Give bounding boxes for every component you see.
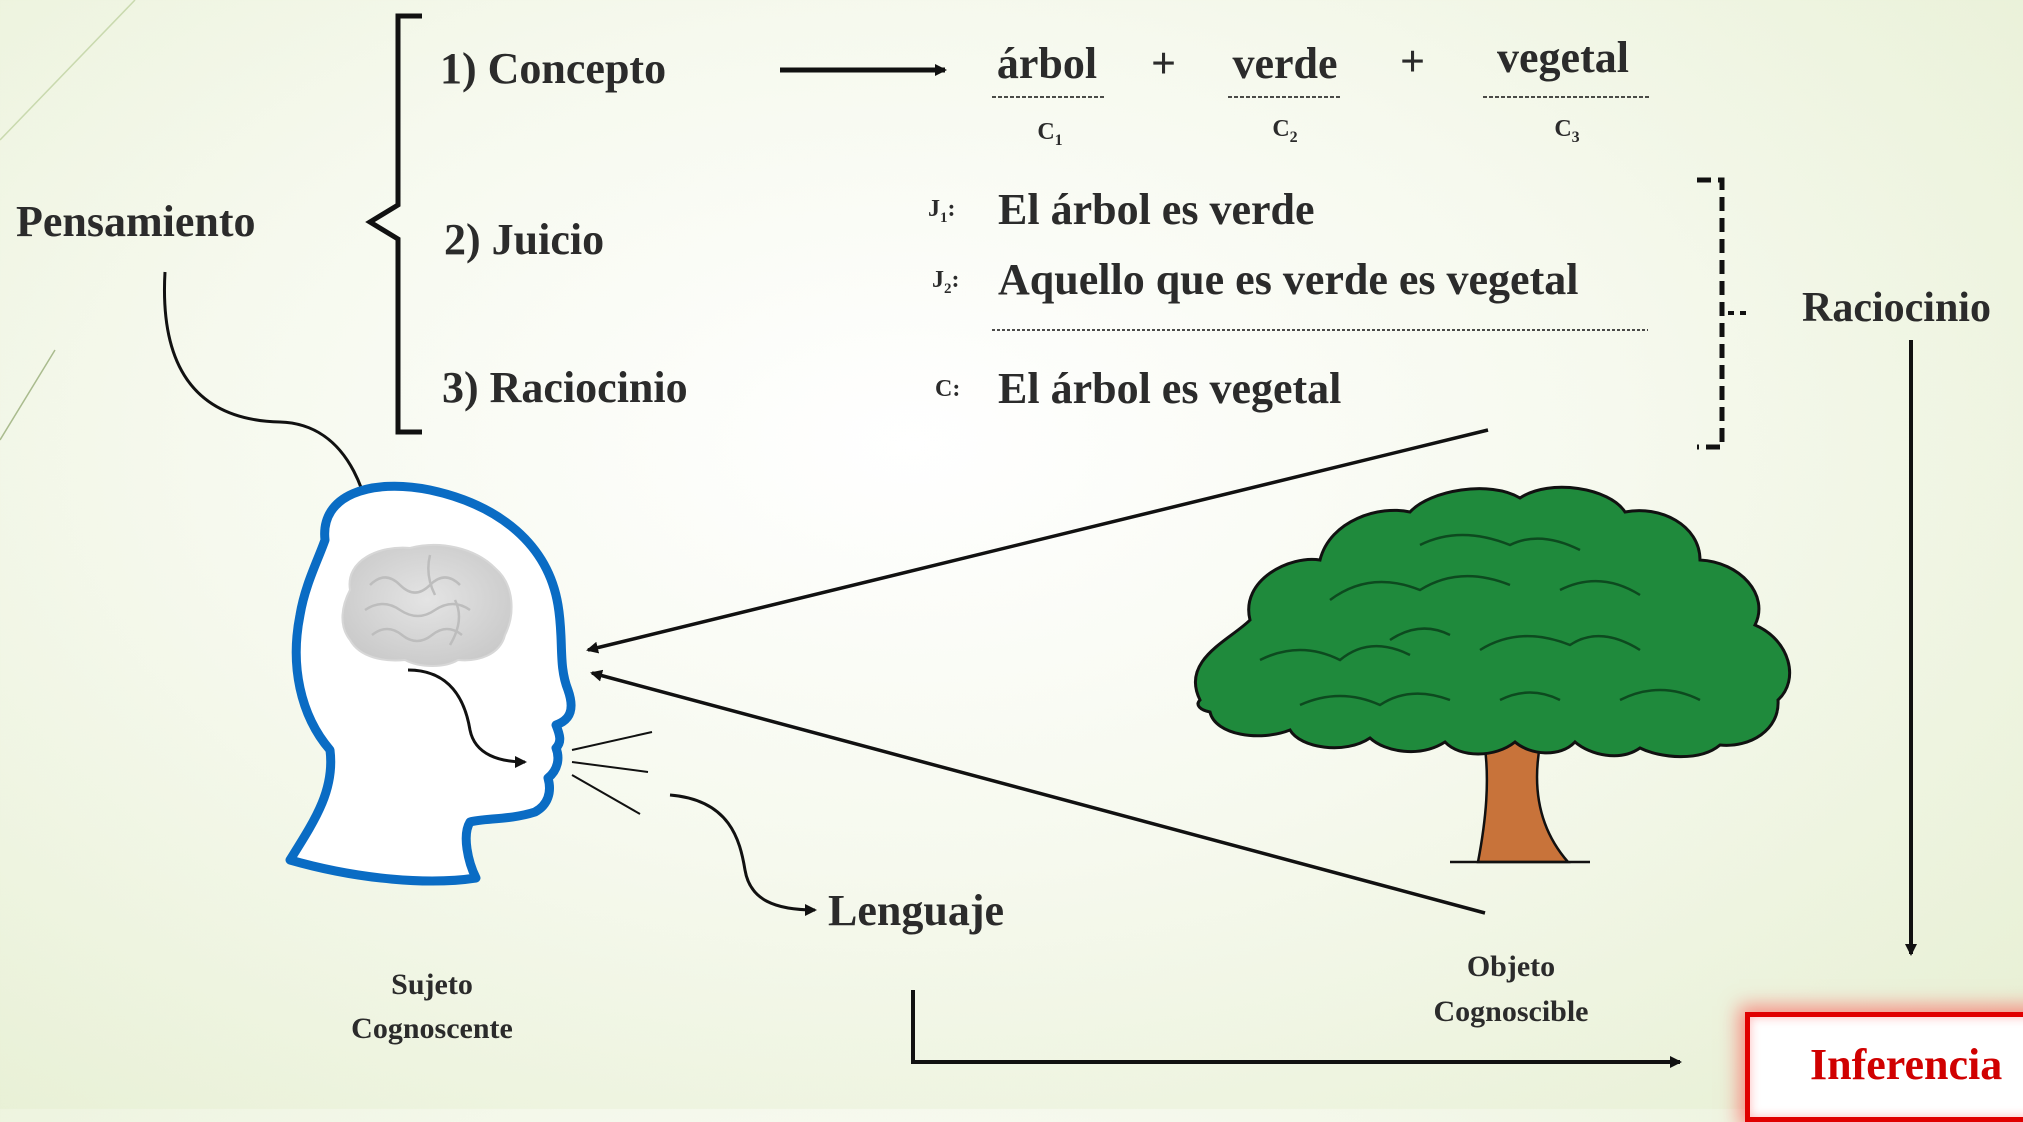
- right-bracket: [1697, 177, 1725, 450]
- plus-sign-1: +: [1151, 39, 1177, 88]
- concept-label-1: C1: [1037, 119, 1063, 149]
- sujeto-label-line2: Cognoscente: [351, 1012, 513, 1045]
- speech-line: [571, 731, 653, 751]
- objeto-label-line2: Cognoscible: [1433, 995, 1589, 1028]
- decor-line: [0, 349, 56, 441]
- step-concepto: 1) Concepto: [440, 44, 667, 93]
- conclusion-text: El árbol es vegetal: [998, 364, 1342, 413]
- decor-line: [0, 0, 136, 141]
- lenguaje-label: Lenguaje: [828, 886, 1004, 935]
- judgment-label-2: J2:: [932, 267, 960, 297]
- speech-line: [571, 761, 649, 773]
- sujeto-label-line1: Sujeto: [391, 968, 473, 1001]
- inferencia-label: Inferencia: [1810, 1040, 2003, 1089]
- step-juicio: 2) Juicio: [444, 215, 605, 264]
- lenguaje-to-inferencia-arrow: [911, 990, 1682, 1068]
- conclusion-to-head-arrow: [586, 428, 1489, 654]
- objeto-label-line1: Objeto: [1466, 950, 1556, 983]
- speech-line: [571, 774, 641, 815]
- brain-icon: [341, 544, 513, 667]
- object-to-head-arrow: [590, 669, 1486, 915]
- step-raciocinio: 3) Raciocinio: [442, 363, 688, 412]
- judgment-text-1: El árbol es verde: [998, 185, 1315, 234]
- left-brace: [365, 13, 422, 435]
- concept-word-2: verde: [1232, 39, 1338, 88]
- judgment-text-2: Aquello que es verde es vegetal: [998, 255, 1579, 304]
- lenguaje-arrow: [669, 793, 817, 916]
- concept-label-3: C3: [1554, 116, 1580, 146]
- judgment-label-1: J1:: [928, 196, 956, 226]
- plus-sign-2: +: [1400, 37, 1426, 86]
- raciocinio-right-label: Raciocinio: [1802, 285, 1991, 331]
- tree-icon: [1193, 485, 1792, 864]
- concept-word-1: árbol: [996, 39, 1098, 88]
- concept-label-2: C2: [1272, 116, 1298, 146]
- brain-to-mouth-arrow: [407, 668, 527, 768]
- concept-word-3: vegetal: [1497, 33, 1629, 82]
- pensamiento-label: Pensamiento: [16, 197, 256, 246]
- conclusion-label: C:: [935, 376, 961, 402]
